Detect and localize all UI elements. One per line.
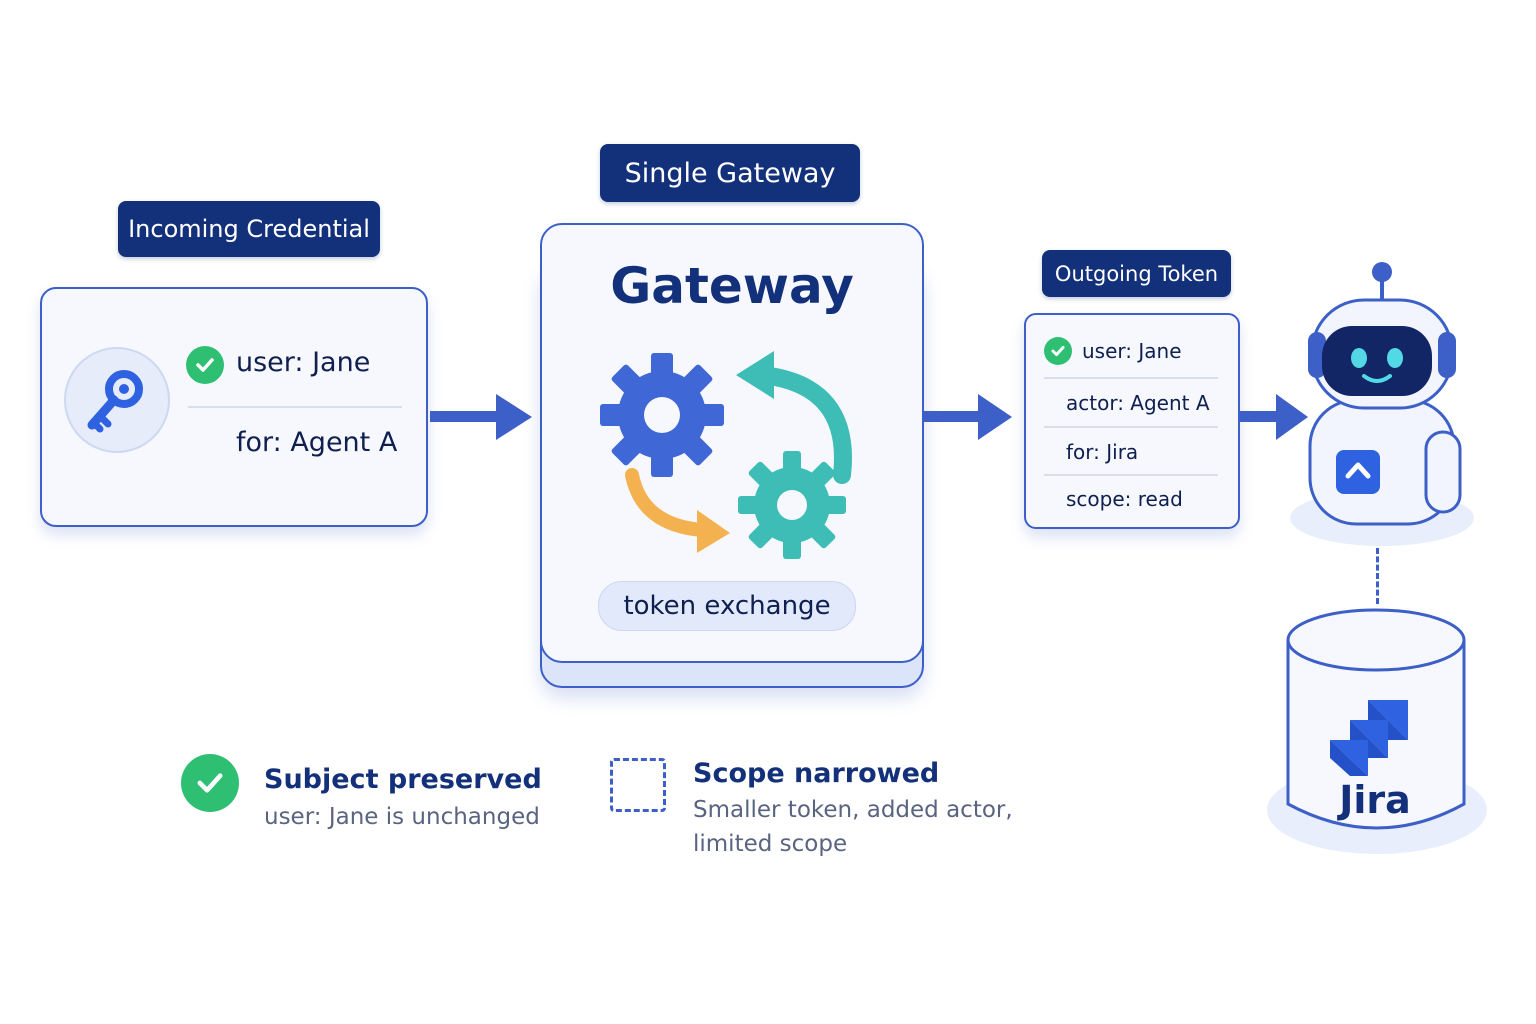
robot-icon	[1290, 262, 1474, 546]
outgoing-token-label-text: Outgoing Token	[1054, 261, 1219, 286]
incoming-credential-card: user: Jane for: Agent A	[40, 287, 428, 527]
legend-subject-desc: user: Jane is unchanged	[264, 804, 540, 830]
token-exchange-text: token exchange	[623, 591, 831, 621]
incoming-divider	[188, 406, 402, 408]
gateway-title: Gateway	[610, 257, 854, 315]
cycle-arrow-icon	[736, 351, 852, 484]
outgoing-token-label: Outgoing Token	[1042, 250, 1231, 297]
incoming-user-field: user: Jane	[236, 347, 371, 378]
outgoing-for-field: for: Jira	[1066, 440, 1139, 464]
gear-icon	[600, 353, 724, 477]
single-gateway-label: Single Gateway	[600, 144, 860, 202]
outgoing-token-card: user: Jane actor: Agent A for: Jira scop…	[1024, 313, 1240, 529]
incoming-credential-label: Incoming Credential	[118, 201, 380, 257]
outgoing-user-field: user: Jane	[1082, 339, 1182, 363]
gear-exchange-illustration	[600, 351, 852, 559]
orange-arrow-icon	[625, 468, 730, 553]
single-gateway-label-text: Single Gateway	[624, 157, 836, 189]
arrow-right-icon	[922, 394, 1012, 440]
legend-scope-title: Scope narrowed	[693, 758, 940, 789]
legend-subject-title: Subject preserved	[264, 764, 542, 795]
arrow-right-icon	[1240, 394, 1308, 440]
robot-jira-connector	[1376, 548, 1379, 604]
incoming-for-field: for: Agent A	[236, 427, 398, 458]
token-exchange-pill: token exchange	[598, 581, 856, 631]
outgoing-divider-3	[1044, 474, 1218, 476]
outgoing-divider-1	[1044, 377, 1218, 379]
outgoing-actor-field: actor: Agent A	[1066, 391, 1210, 415]
jira-label: Jira	[1339, 778, 1411, 822]
outgoing-divider-2	[1044, 426, 1218, 428]
legend-scope-desc-2: limited scope	[693, 831, 848, 857]
gateway-card: Gateway	[540, 223, 924, 663]
outgoing-scope-field: scope: read	[1066, 487, 1183, 511]
incoming-credential-label-text: Incoming Credential	[128, 215, 370, 243]
arrow-right-icon	[430, 394, 532, 440]
key-icon	[64, 347, 170, 453]
check-icon	[181, 754, 239, 812]
database-icon	[1267, 608, 1487, 854]
check-icon	[186, 346, 224, 384]
legend-scope-desc-1: Smaller token, added actor,	[693, 797, 1013, 823]
jira-logo-icon	[1330, 700, 1408, 776]
dashed-square-icon	[610, 758, 666, 812]
gear-icon-small	[738, 451, 846, 559]
check-icon	[1044, 337, 1072, 365]
